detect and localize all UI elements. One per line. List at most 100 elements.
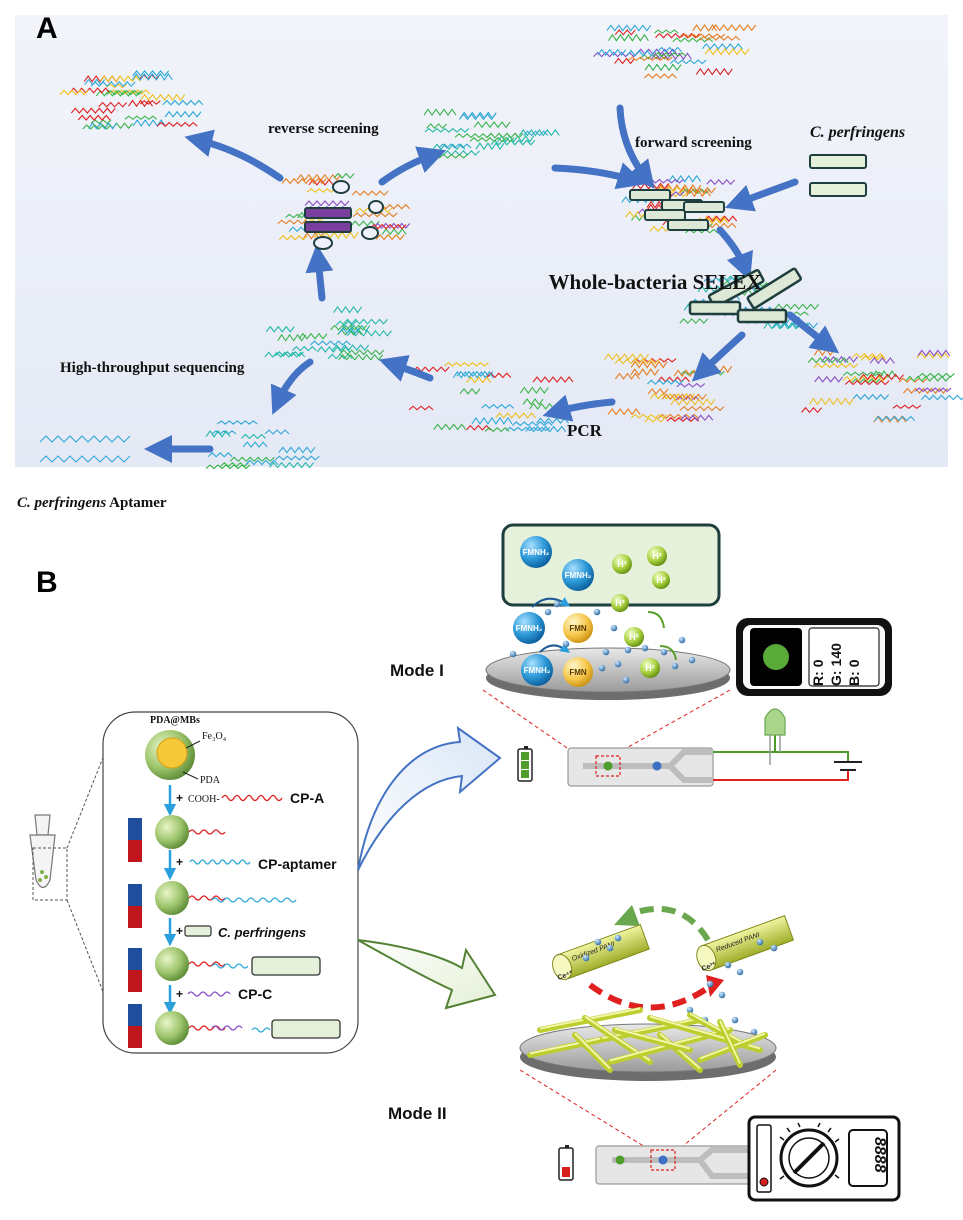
oligo-strand (625, 210, 647, 219)
pcr-label: PCR (567, 421, 603, 440)
oligo-strand (636, 48, 678, 55)
pani-nanorod-highlight (659, 1032, 701, 1070)
h2-ball (611, 594, 629, 612)
oligo-strand (914, 387, 952, 393)
oligo-strand (903, 387, 948, 394)
oligo-strand (330, 324, 368, 331)
oligo-strand (630, 413, 668, 419)
battery-cell (521, 752, 529, 760)
oligo-strand (647, 388, 669, 395)
oligo-strand (132, 69, 170, 77)
smartphone: R:0 G:140 B:0 (736, 618, 892, 696)
oligo-strand (774, 303, 820, 310)
h2-label: H² (629, 632, 639, 642)
r-label: R: (810, 671, 826, 686)
plus-sign: + (176, 855, 183, 869)
redox-cycle-arrow (531, 597, 571, 608)
oligo-strand (316, 345, 350, 353)
cp-c-strand (187, 991, 231, 997)
anode-spot (603, 761, 613, 771)
pani-nanorod-highlight (614, 1027, 691, 1050)
oligo-strand (481, 403, 514, 409)
zoom-line-left (482, 689, 571, 751)
cp-c-label: CP-C (238, 986, 272, 1002)
oligo-strand (860, 355, 886, 361)
oligo-strand (676, 382, 706, 388)
oligo-strand (291, 345, 317, 352)
cathode-spot (652, 761, 662, 771)
oligo-strand (352, 212, 398, 218)
oligo-strand (412, 366, 450, 373)
bacterium-rod (688, 300, 742, 316)
g-value: 140 (828, 643, 844, 667)
oligo-strand (614, 57, 635, 65)
oligo-strand (304, 200, 350, 207)
oligo-strand (39, 435, 131, 443)
oligo-strand (859, 373, 904, 381)
oligo-strand (347, 330, 392, 337)
panel-b: B PDA@MBs Fe₃O₄ PDA (29, 523, 901, 1202)
panel-a: A (15, 12, 963, 470)
oligo-strand (140, 93, 186, 101)
oligo-strand (205, 429, 231, 438)
oligo-strand (679, 318, 709, 325)
sequencing-label: High-throughput sequencing (60, 360, 245, 376)
cp-aptamer-strand (189, 859, 251, 865)
bacterium-rod-2 (809, 182, 867, 197)
oligo-strand (131, 72, 173, 81)
h2-ball (612, 554, 632, 574)
cp-aptamer-strand (211, 897, 297, 903)
arrow-eluted-to-pcr (542, 394, 616, 422)
oligo-strand (132, 119, 166, 127)
r-value: 0 (810, 659, 826, 667)
oxidation-cycle-arc (588, 982, 714, 1011)
mode-ii-chip (558, 1145, 775, 1185)
tube-bead (38, 878, 42, 882)
oligo-strand (920, 394, 963, 401)
bacterium-icon (184, 925, 212, 937)
oligo-strand (269, 461, 315, 469)
oligo-strand (597, 48, 627, 57)
zoom-line-right (677, 1069, 777, 1151)
panel-a-letter: A (36, 12, 58, 45)
electron-dot (594, 938, 602, 946)
oligo-strand (669, 59, 707, 65)
battery-tip (524, 746, 528, 749)
oligo-strand (162, 99, 204, 106)
electron-dot (610, 624, 618, 632)
oligo-strand (486, 132, 524, 139)
anode-spot (615, 1155, 625, 1165)
oligo-strand (495, 412, 536, 419)
led-bulb (764, 708, 786, 736)
oligo-strand (466, 376, 492, 384)
forward-screening-label: forward screening (635, 135, 752, 151)
oligo-strand (339, 349, 385, 356)
oligo-strand (672, 37, 714, 43)
oligo-strand (630, 360, 668, 369)
redox-cycle-arrow (659, 645, 677, 661)
b-readout: B:0 (846, 659, 862, 686)
oligo-strand (433, 423, 467, 431)
oligo-strand (277, 333, 307, 342)
oligo-strand (229, 456, 275, 463)
oligo-strand (241, 433, 266, 440)
oligo-strand (680, 414, 714, 422)
battery-cell-low (562, 1167, 570, 1177)
oligo-strand (465, 424, 491, 431)
oligo-strand (711, 24, 757, 32)
oligo-strand (310, 340, 351, 346)
r-readout: R: 0 (810, 659, 826, 686)
mode-i-electrons (509, 600, 696, 684)
dial-tick (817, 1122, 821, 1128)
electron-dot (593, 608, 601, 616)
control-bacterium-coccus (368, 200, 384, 214)
mode-i-chip (517, 708, 862, 787)
oligo-strand (264, 429, 290, 435)
oligo-strand (274, 455, 320, 461)
battery-cell (521, 770, 529, 778)
control-bacterium-rod (304, 221, 352, 233)
plus-sign: + (176, 924, 183, 938)
electron-dot (718, 991, 726, 999)
tube-zoom-box (32, 847, 68, 901)
